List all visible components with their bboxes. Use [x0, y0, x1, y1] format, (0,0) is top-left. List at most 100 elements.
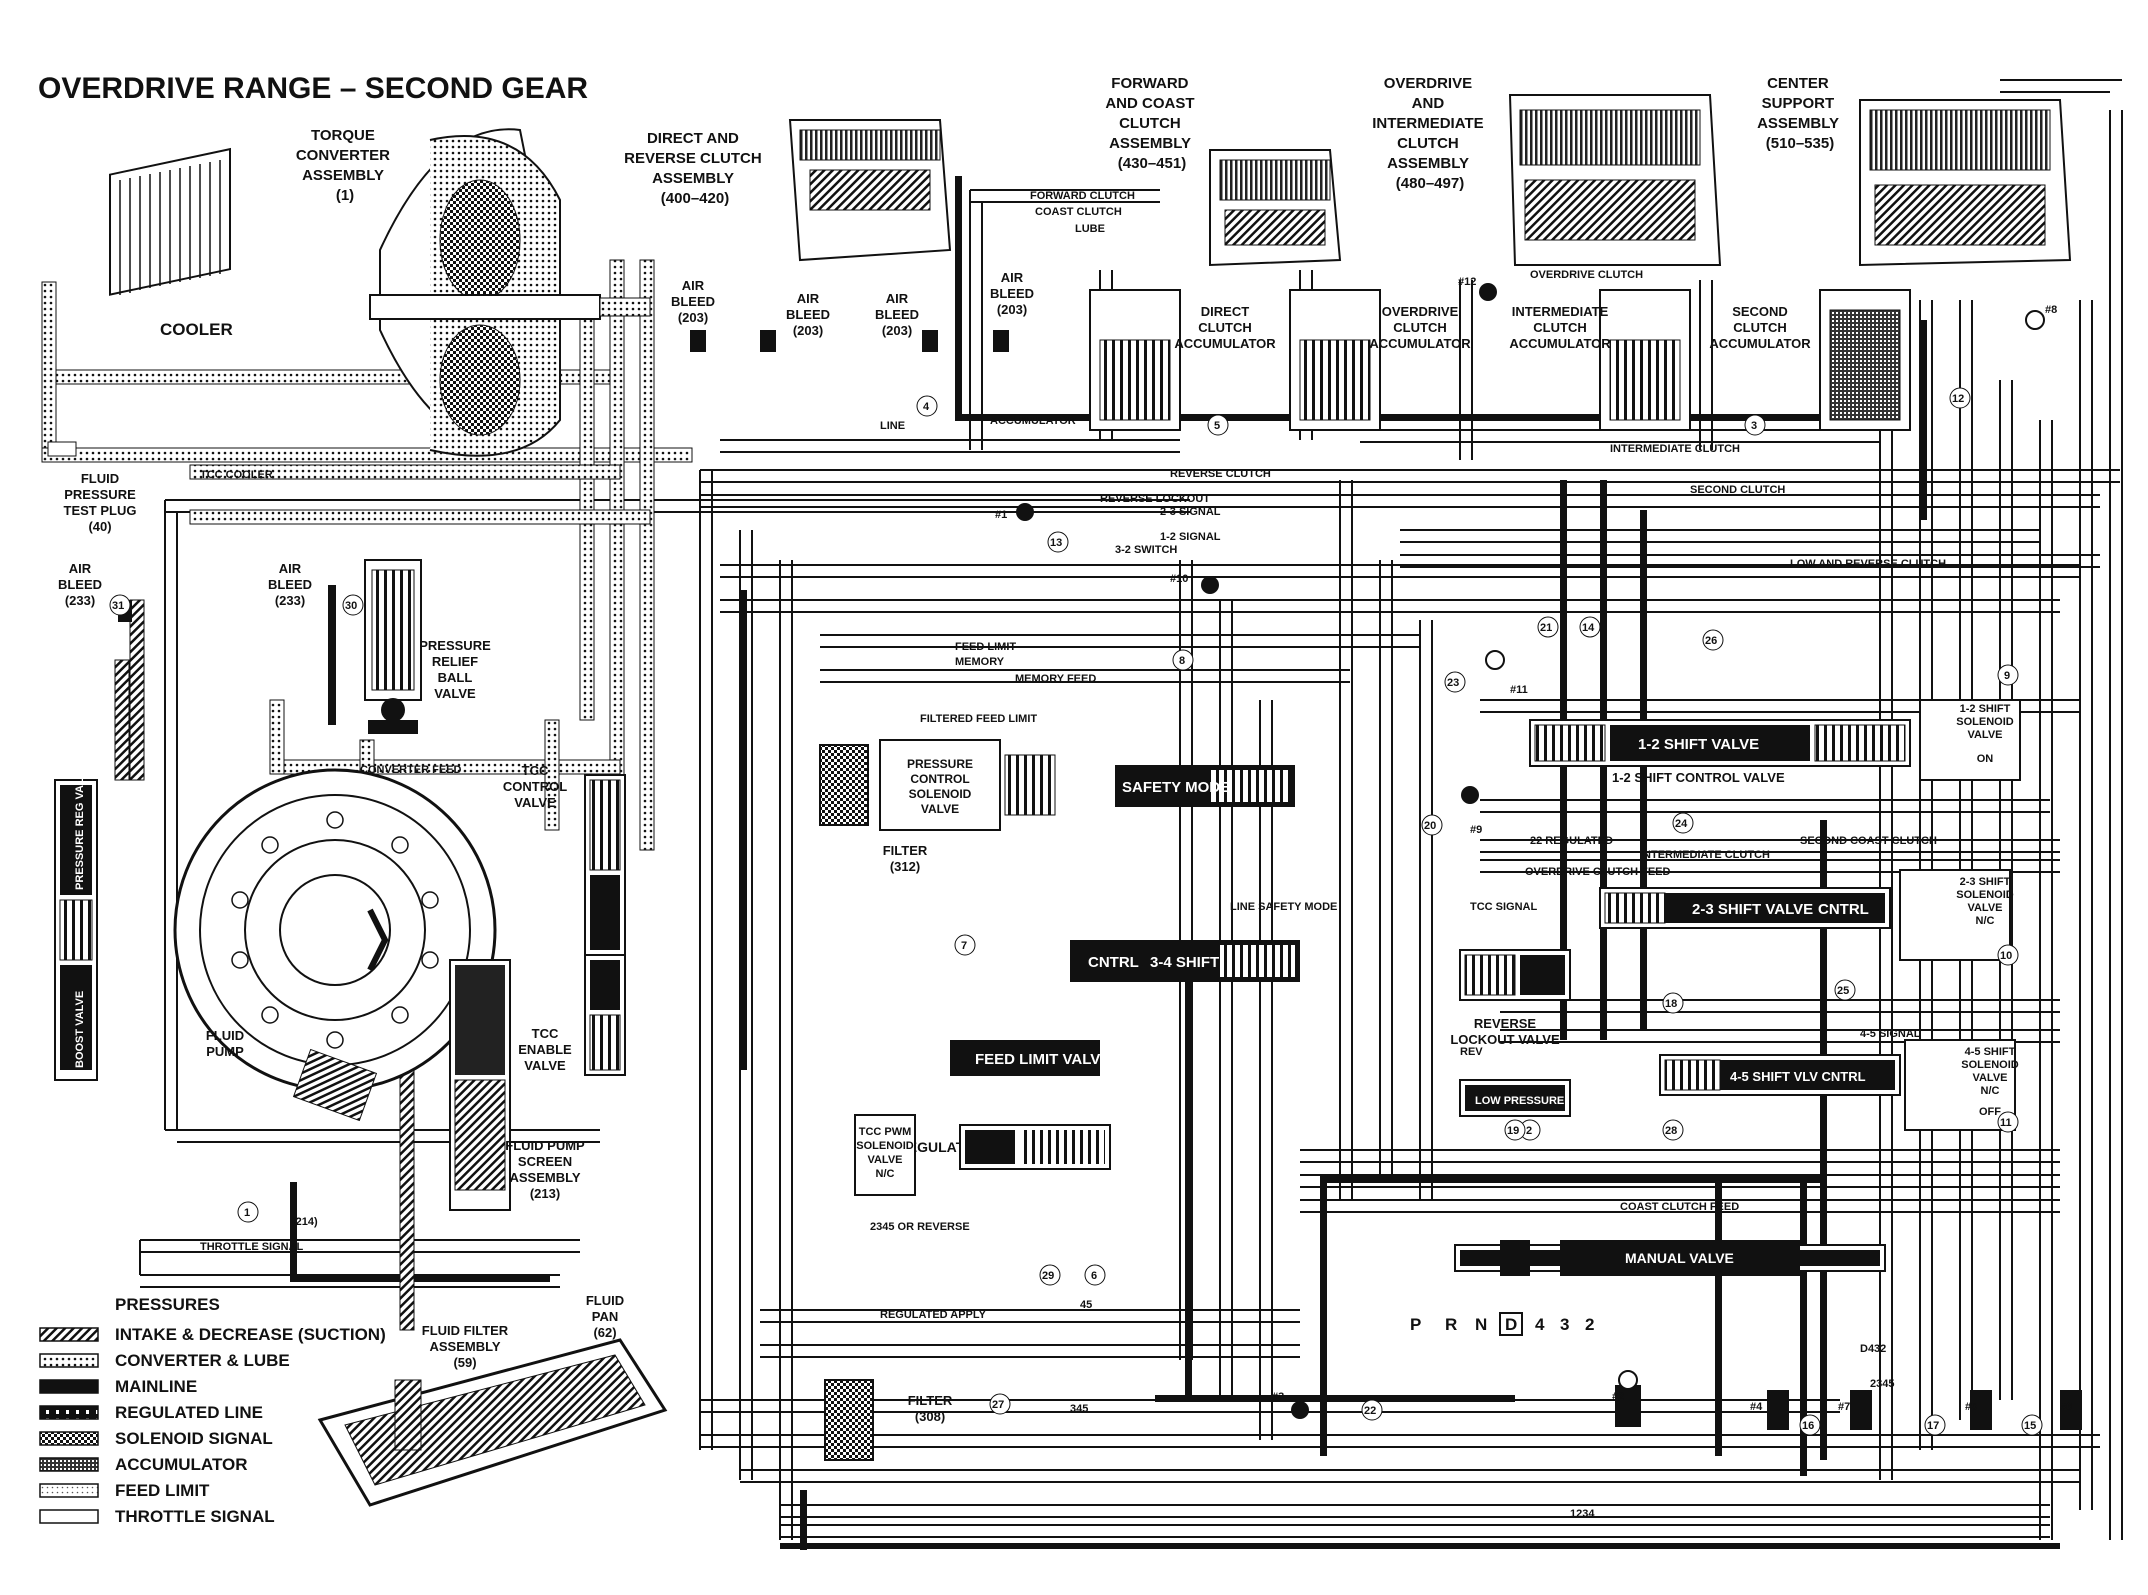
svg-text:3: 3: [1560, 1315, 1569, 1334]
check-ball: #2: [1612, 1370, 1641, 1427]
check-balls: #1 #2 #3 #4 #5 #6 #7 #8 #9 #10 #11 #12: [995, 276, 2082, 1430]
pressure-legend: PRESSURES INTAKE & DECREASE (SUCTION)CON…: [39, 1295, 386, 1526]
ref-circle: 21: [1537, 616, 1559, 638]
legend-swatch: [39, 1327, 99, 1342]
svg-text:DIRECT AND REVERSE CLUTC: DIRECT AND REVERSE CLUTCH ASSEMBLY (400–…: [624, 130, 766, 207]
passage-label: COAST CLUTCH FEED: [1620, 1201, 1739, 1213]
svg-text:7: 7: [961, 940, 967, 952]
passage-label: 45: [1080, 1299, 1092, 1311]
ref-circle: 4: [916, 395, 938, 417]
passage-label: TCC COOLER: [200, 469, 273, 481]
direct-reverse-clutch: DIRECT AND REVERSE CLUTCH ASSEMBLY (400–…: [624, 119, 952, 262]
page-title: OVERDRIVE RANGE – SECOND GEAR: [38, 72, 588, 105]
passage-label: 1234: [1570, 1508, 1595, 1520]
passage-label: INTERMEDIATE CLUTCH: [1610, 443, 1740, 455]
svg-text:FILTER(312): FILTER(312): [883, 843, 928, 874]
check-ball: #7: [1838, 1390, 1872, 1430]
check-ball: #11: [1485, 650, 1528, 696]
ref-circle: 8: [1172, 649, 1194, 671]
forward-coast-clutch: FORWARD AND COAST CLUTCH ASSEMBLY (430–4…: [1105, 75, 1342, 267]
numbered-refs: 1 2 3 4 5 6 7 8 9 10 11 12 13 14 15 16 1…: [109, 387, 2043, 1436]
check-ball: #12: [1458, 276, 1497, 301]
svg-text:2: 2: [1526, 1125, 1532, 1137]
svg-text:#7: #7: [1838, 1401, 1850, 1413]
ref-circle: 6: [1084, 1264, 1106, 1286]
svg-text:#8: #8: [2045, 304, 2057, 316]
svg-text:FORWARD AND COAST: FORWARD AND COAST CLUTCH ASSEMBLY (430–4…: [1105, 75, 1198, 172]
ref-circle: 29: [1039, 1264, 1061, 1286]
passage-label: 345: [1070, 1403, 1088, 1415]
svg-text:#12: #12: [1458, 276, 1476, 288]
legend-label: MAINLINE: [115, 1377, 197, 1396]
ref-circle: 1: [237, 1201, 259, 1223]
pressure-regulator-valve: PRESSURE REG VALVE BOOST VALVE: [54, 764, 98, 1081]
passage-label: OVERDRIVE CLUTCH: [1530, 269, 1643, 281]
passage-label: 22 REGULATED: [1530, 835, 1613, 847]
passage-label: LINE: [880, 420, 905, 432]
passage-label: CONVERTER FEED: [360, 764, 462, 776]
svg-text:17: 17: [1927, 1420, 1939, 1432]
svg-text:SAFETY MODE: SAFETY MODE: [1122, 779, 1230, 796]
ref-circle: 15: [2021, 1414, 2043, 1436]
svg-text:PRESSURE REG VALVE: PRESSURE REG VALVE: [74, 764, 86, 890]
ref-circle: 14: [1579, 616, 1601, 638]
svg-text:21: 21: [1540, 622, 1552, 634]
ref-circle: 19: [1504, 1119, 1526, 1141]
svg-text:12: 12: [1952, 393, 1964, 405]
svg-text:N: N: [1475, 1315, 1487, 1334]
ref-circle: 7: [954, 934, 976, 956]
svg-text:11: 11: [2000, 1117, 2012, 1129]
check-ball: #9: [1461, 786, 1482, 836]
svg-text:3-4 SHIFT: 3-4 SHIFT: [1150, 954, 1219, 971]
legend-label: REGULATED LINE: [115, 1403, 263, 1422]
passage-label: 3-2 SWITCH: [1115, 544, 1177, 556]
svg-text:LOW PRESSURE: LOW PRESSURE: [1475, 1095, 1564, 1107]
svg-text:FEED LIMIT VALVE: FEED LIMIT VALVE: [975, 1051, 1110, 1068]
check-ball: #8: [2025, 304, 2057, 330]
ref-circle: 5: [1207, 414, 1229, 436]
ref-circle: 12: [1949, 387, 1971, 409]
ref-circle: 27: [989, 1393, 1011, 1415]
ref-circle: 16: [1799, 1414, 1821, 1436]
passage-label: ACCUMULATOR: [990, 415, 1076, 427]
passage-label: D432: [1860, 1343, 1886, 1355]
svg-text:#10: #10: [1170, 573, 1188, 585]
passage-label: 1-2 SIGNAL: [1160, 531, 1221, 543]
svg-text:CNTRL: CNTRL: [1088, 954, 1139, 971]
svg-text:#3: #3: [1272, 1391, 1284, 1403]
svg-text:19: 19: [1507, 1125, 1519, 1137]
safety-mode-valve: SAFETY MODE: [1115, 765, 1295, 807]
suction-passages: [114, 599, 415, 1331]
svg-text:28: 28: [1665, 1125, 1677, 1137]
svg-text:6: 6: [1091, 1270, 1097, 1282]
svg-text:1: 1: [244, 1207, 250, 1219]
passage-label: 4-5 SIGNAL: [1860, 1028, 1921, 1040]
legend-label: THROTTLE SIGNAL: [115, 1507, 275, 1526]
svg-text:#5: #5: [1965, 1401, 1977, 1413]
passage-label: FILTERED FEED LIMIT: [920, 713, 1037, 725]
legend-label: FEED LIMIT: [115, 1481, 210, 1500]
ref-circle: 24: [1672, 812, 1694, 834]
passage-label: OVERDRIVE CLUTCH FEED: [1525, 866, 1671, 878]
